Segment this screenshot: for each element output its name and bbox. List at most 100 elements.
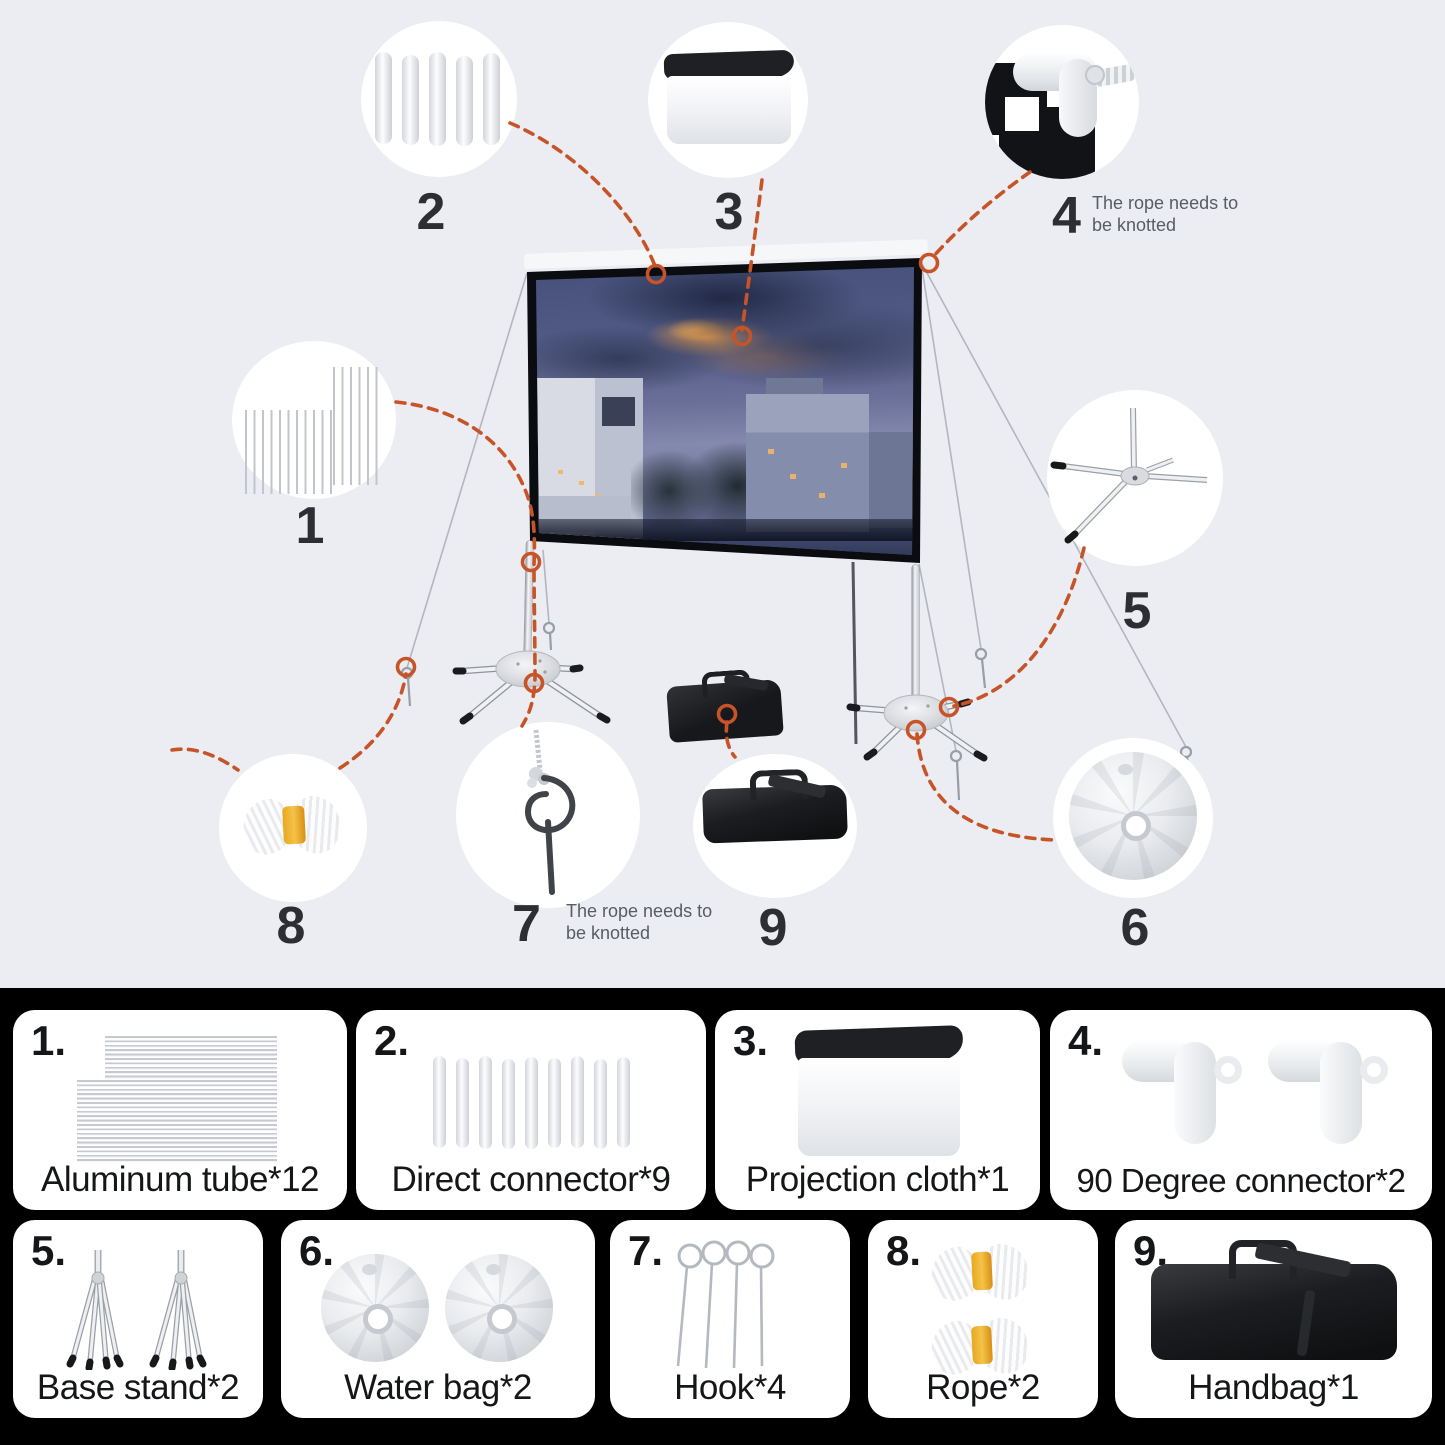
part-label: Base stand*2: [36, 1368, 240, 1407]
part-label: Rope*2: [926, 1368, 1040, 1407]
elbow-connector-icon: [1268, 1034, 1398, 1150]
connector-pill: [502, 1059, 515, 1149]
projection-cloth-icon: [794, 1025, 964, 1158]
callout-circle-aluminum-tubes: [232, 341, 396, 499]
callout-circle-90-degree-connector: [985, 25, 1139, 179]
dash-connector-4: [930, 170, 1032, 260]
photo-water: [536, 541, 914, 555]
cloth-body: [798, 1058, 960, 1156]
scene-handbag: [666, 679, 784, 743]
water-bag-valve: [362, 1263, 378, 1275]
rear-rope: [851, 561, 858, 745]
part-label: 90 Degree connector*2: [1076, 1162, 1406, 1199]
part-number: 8.: [886, 1227, 922, 1274]
callout-number-7: 7: [512, 895, 541, 953]
elbow-connector-icon: [1122, 1034, 1252, 1150]
part-label: Hook*4: [674, 1368, 786, 1407]
connector-pill: [617, 1057, 630, 1148]
connector-pill: [456, 56, 473, 146]
parts-list-panel: 1. Aluminum tube*12 2. Direct connector*…: [0, 988, 1445, 1445]
rope-band: [971, 1325, 993, 1365]
part-number: 5.: [31, 1227, 67, 1274]
hook-knot-icon: [524, 729, 576, 895]
handbag-icon: [1151, 1240, 1397, 1360]
rope-icon: [924, 1239, 1035, 1306]
elbow-ring: [1214, 1056, 1242, 1084]
dash-connector-8-tail: [170, 747, 240, 772]
screen-pole-left: [523, 540, 534, 668]
water-bag-icon: [1069, 752, 1197, 880]
projection-cloth-icon: [663, 49, 795, 146]
callout-number-1: 1: [295, 497, 325, 555]
connector-pill: [571, 1056, 584, 1148]
callout-circle-direct-connectors: [361, 21, 517, 177]
part-label: Water bag*2: [344, 1368, 532, 1407]
elbow-ring: [1360, 1056, 1388, 1084]
dash-connector-6: [915, 732, 1058, 842]
part-card-water-bag: 6. Water bag*2: [281, 1220, 595, 1418]
screen-pole-right: [912, 565, 919, 713]
part-number: 1.: [31, 1017, 67, 1064]
callout-circle-hook: [456, 722, 640, 908]
callout-number-9: 9: [758, 899, 788, 957]
aluminum-tubes-icon: [105, 1036, 277, 1080]
part-label: Handbag*1: [1188, 1368, 1359, 1407]
part-card-aluminum-tube: 1. Aluminum tube*12: [13, 1010, 347, 1210]
base-stand-icon: [1050, 407, 1208, 544]
aluminum-tubes-icon: [245, 410, 333, 494]
dash-connector-8: [338, 672, 408, 770]
hooks-icon: [676, 1240, 775, 1369]
aluminum-tubes-icon: [333, 367, 379, 485]
callout-circle-rope: [219, 754, 367, 902]
water-bag-icon: [445, 1254, 553, 1362]
rope-band: [971, 1251, 993, 1291]
elbow-arm: [1174, 1042, 1216, 1144]
part-label: Aluminum tube*12: [41, 1160, 320, 1199]
callout-note-4: The rope needs to be knotted: [1092, 193, 1239, 235]
part-label: Direct connector*9: [391, 1160, 671, 1199]
connector-pill: [433, 1056, 446, 1148]
callout-number-8: 8: [276, 897, 306, 955]
water-bag-valve: [486, 1263, 502, 1275]
part-card-base-stand: 5.: [13, 1220, 263, 1418]
corner-notch: [1005, 97, 1039, 131]
connector-pill: [479, 1056, 492, 1149]
part-card-handbag: 9. Handbag*1: [1115, 1220, 1432, 1418]
direct-connectors-icon: [375, 52, 500, 146]
handbag-strap: [1296, 1289, 1316, 1357]
part-card-rope: 8. Rope*2: [868, 1220, 1098, 1418]
dash-connector-2: [508, 121, 657, 268]
connector-pill: [456, 1058, 469, 1148]
part-number: 7.: [628, 1227, 664, 1274]
photo-signboard: [602, 397, 635, 426]
photo-building-far: [868, 432, 914, 529]
dash-connector-1-7: [394, 400, 537, 728]
callout-number-2: 2: [416, 183, 446, 241]
connector-pill: [375, 52, 392, 144]
screen-photo: [536, 267, 914, 555]
connector-pill: [525, 1057, 538, 1149]
direct-connectors-icon: [433, 1056, 630, 1149]
water-bag-icon: [321, 1254, 429, 1362]
base-stand-left: [452, 650, 611, 725]
rope-knot: [1085, 65, 1105, 85]
callout-number-5: 5: [1122, 582, 1152, 640]
water-bag-valve: [1117, 763, 1133, 775]
callout-note-7: The rope needs to be knotted: [566, 901, 713, 943]
callout-circle-projection-cloth: [648, 22, 808, 178]
connector-pill: [402, 55, 419, 145]
part-card-direct-connector: 2. Direct connector*9: [356, 1010, 706, 1210]
callout-number-6: 6: [1120, 899, 1150, 957]
callout-number-3: 3: [714, 183, 744, 241]
aluminum-tubes-icon: [77, 1080, 277, 1162]
callout-circle-base-stand: [1047, 390, 1223, 566]
rope-icon: [236, 791, 348, 860]
handbag-icon: [702, 768, 848, 844]
part-number: 4.: [1068, 1017, 1104, 1064]
connector-pill: [548, 1058, 561, 1148]
part-card-90-degree-connector: 4. 90 Degree connector*2: [1050, 1010, 1432, 1210]
callout-circle-water-bag: [1053, 738, 1213, 898]
part-card-hook: 7. Hook*4: [610, 1220, 850, 1418]
cloth-body: [667, 76, 791, 144]
